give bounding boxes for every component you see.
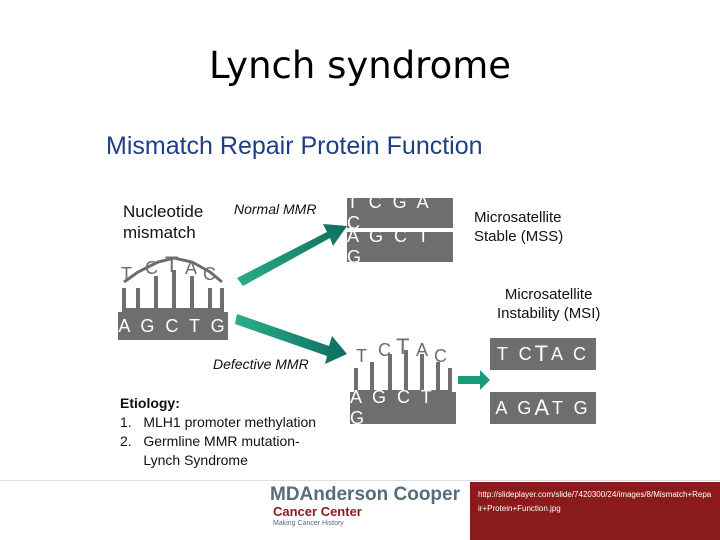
etiology-item: 2. Germline MMR mutation-	[120, 433, 300, 449]
etiology-heading: Etiology:	[120, 395, 180, 411]
mismatch-dna-graphic	[122, 256, 224, 312]
defective-top-letters: T C T A C	[356, 334, 447, 366]
msi-bottom-strand: A G A T G	[490, 392, 596, 424]
etiology-item: Lynch Syndrome	[120, 452, 248, 468]
footer-divider	[0, 480, 720, 481]
mismatch-top-letters: T C T A C	[121, 252, 216, 284]
source-url[interactable]: http://slideplayer.com/slide/7420300/24/…	[470, 482, 720, 540]
slide-title: Lynch syndrome	[208, 44, 512, 87]
logo-line2: Cancer Center	[273, 504, 362, 519]
etiology-item: 1. MLH1 promoter methylation	[120, 414, 317, 430]
nucleotide-mismatch-label: Nucleotide mismatch	[123, 202, 204, 242]
mmr-arrows	[235, 224, 347, 364]
msi-label: Microsatellite Instability (MSI)	[497, 286, 601, 322]
defective-bottom-strand: A G C T G	[350, 387, 456, 428]
normal-bottom-strand: A G C T G	[347, 226, 453, 267]
logo-text: MDAnderson Cooper	[270, 484, 460, 505]
normal-top-strand: T C G A C	[347, 192, 453, 233]
logo-tagline: Making Cancer History	[273, 520, 344, 527]
mss-label: Microsatellite Stable (MSS)	[474, 209, 564, 245]
defective-mmr-label: Defective MMR	[213, 356, 309, 372]
replication-arrow	[458, 370, 490, 390]
msi-top-strand: T C T A C	[490, 338, 596, 370]
mismatch-bottom-strand: A G C T G	[118, 312, 228, 340]
figure-title: Mismatch Repair Protein Function	[106, 132, 483, 160]
etiology-list: Etiology: 1. MLH1 promoter methylation 2…	[120, 394, 316, 470]
normal-mmr-label: Normal MMR	[234, 201, 317, 217]
